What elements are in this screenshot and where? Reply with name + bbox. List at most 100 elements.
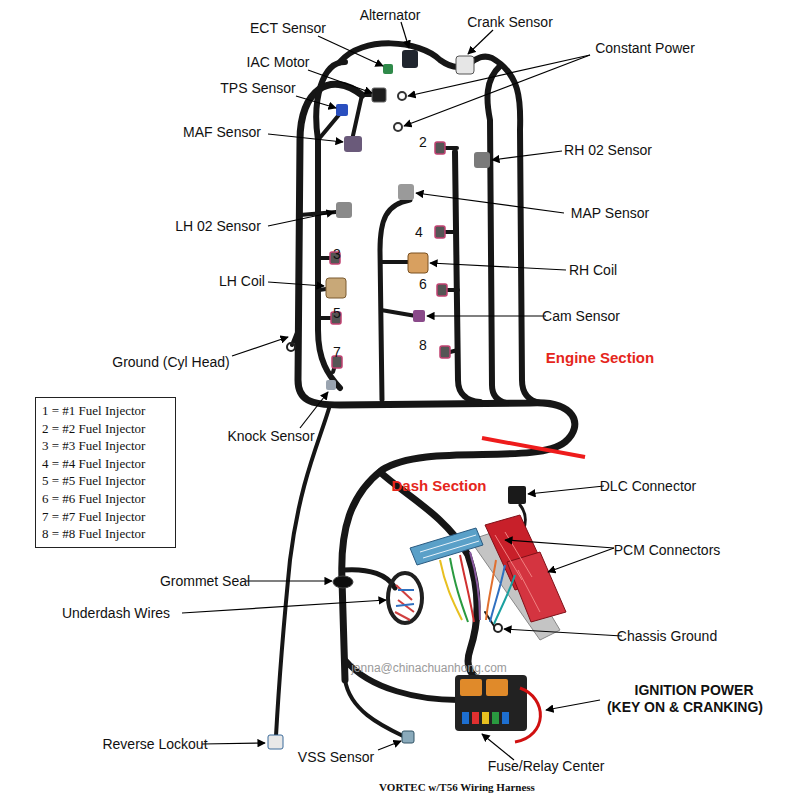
leader-line — [308, 70, 372, 93]
leader-line — [182, 600, 386, 613]
power-terminal — [398, 92, 406, 100]
injector-connector — [435, 226, 445, 238]
part-label: Underdash Wires — [62, 605, 170, 622]
iac-connector — [372, 88, 386, 102]
leader-line — [202, 743, 265, 744]
ignition-wire — [515, 688, 540, 742]
dlc-connector — [508, 486, 526, 504]
leader-line — [548, 548, 614, 572]
coil-connector — [408, 253, 428, 273]
leader-line — [401, 22, 409, 48]
tps-connector — [336, 104, 348, 116]
part-label: RH Coil — [569, 262, 617, 279]
fuse — [462, 712, 469, 724]
leader-line — [505, 540, 614, 548]
part-label: Crank Sensor — [467, 14, 553, 31]
dash-parts — [268, 486, 566, 749]
leader-lines — [182, 22, 622, 760]
callout-number: 2 — [419, 134, 427, 151]
leader-line — [378, 741, 401, 750]
leader-line — [246, 580, 332, 581]
pcm-wire-fan — [440, 552, 515, 624]
injector-key-table: 1 = #1 Fuel Injector2 = #2 Fuel Injector… — [35, 397, 176, 548]
signal-wire — [460, 555, 474, 622]
leader-line — [504, 629, 622, 636]
callout-number: 8 — [419, 337, 427, 354]
leader-line — [300, 392, 328, 428]
callout-number: 6 — [419, 276, 427, 293]
signal-wire — [494, 575, 515, 624]
leader-line — [268, 282, 324, 286]
figure-caption: VORTEC w/T56 Wiring Harness — [379, 781, 535, 793]
power-note: IGNITION POWER (KEY ON & CRANKING) — [602, 682, 768, 716]
signal-wire — [470, 552, 480, 620]
leader-line — [268, 134, 343, 142]
alternator-connector — [402, 50, 418, 68]
ground-terminal — [287, 343, 295, 351]
part-label: Knock Sensor — [227, 428, 314, 445]
relay — [460, 679, 482, 696]
crank-connector — [456, 56, 474, 74]
wire-branch — [318, 95, 491, 352]
underdash-wire — [395, 585, 414, 620]
chassis-ground-terminal — [494, 624, 502, 632]
part-label: IAC Motor — [246, 54, 309, 71]
underdash-coil — [388, 573, 422, 623]
leader-line — [318, 36, 383, 66]
wire-bundle — [487, 66, 506, 403]
key-entry: 4 = #4 Fuel Injector — [42, 455, 169, 473]
ect-connector — [383, 64, 393, 74]
key-entry: 3 = #3 Fuel Injector — [42, 437, 169, 455]
signal-wire — [440, 560, 462, 620]
wire-bundle — [455, 152, 480, 402]
wire-bundle — [298, 84, 575, 680]
part-label: LH 02 Sensor — [175, 218, 261, 235]
leader-line — [232, 337, 288, 356]
part-label: Reverse Lockout — [102, 736, 207, 753]
key-entry: 2 = #2 Fuel Injector — [42, 420, 169, 438]
section-label: Dash Section — [391, 477, 486, 495]
leader-line — [296, 96, 336, 108]
o2-connector — [474, 152, 490, 168]
maf-connector — [344, 136, 362, 152]
leader-line — [430, 263, 566, 270]
injector-connector — [440, 346, 450, 358]
wire-bundle — [340, 43, 540, 403]
fuse — [482, 712, 489, 724]
part-label: Chassis Ground — [617, 628, 717, 645]
leader-line — [528, 486, 604, 494]
callout-number: 5 — [333, 305, 341, 322]
watermark: jenna@chinachuanhong.com — [351, 661, 507, 675]
callout-number: 3 — [333, 246, 341, 263]
part-label: Grommet Seal — [160, 573, 250, 590]
o2-connector — [336, 202, 352, 218]
relay — [486, 679, 508, 696]
reverse-lockout-connector — [268, 735, 283, 749]
injector-connector — [437, 284, 447, 296]
wire-bundle — [380, 472, 480, 680]
part-label: RH 02 Sensor — [564, 142, 652, 159]
leader-line — [416, 193, 564, 213]
key-entry: 6 = #6 Fuel Injector — [42, 490, 169, 508]
section-label: Engine Section — [546, 349, 654, 367]
part-label: LH Coil — [219, 273, 265, 290]
leader-line — [482, 734, 514, 760]
underdash-wire — [396, 590, 414, 606]
fuse-relay-box — [455, 675, 527, 731]
part-label: Cam Sensor — [542, 308, 620, 325]
wire-bundles — [276, 43, 575, 736]
injector-connectors — [330, 142, 450, 368]
callout-number: 7 — [333, 344, 341, 361]
sensor-connectors — [287, 50, 490, 390]
part-label: Ground (Cyl Head) — [112, 354, 230, 371]
key-entry: 1 = #1 Fuel Injector — [42, 402, 169, 420]
part-label: PCM Connectors — [614, 542, 721, 559]
reverse-lockout-wire — [276, 405, 330, 736]
injector-connector — [435, 142, 445, 154]
fuse — [502, 712, 509, 724]
vss-connector — [402, 731, 414, 743]
pcm-connector — [507, 552, 566, 622]
wire-bundle — [380, 200, 410, 400]
key-entry: 8 = #8 Fuel Injector — [42, 525, 169, 543]
part-label: VSS Sensor — [298, 749, 374, 766]
